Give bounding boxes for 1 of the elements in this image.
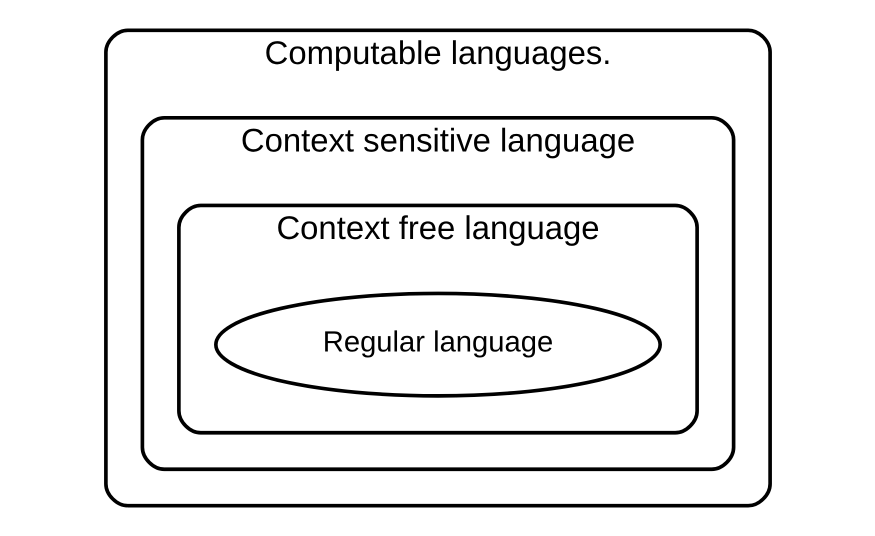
node-ellipse: Regular language (214, 292, 662, 398)
